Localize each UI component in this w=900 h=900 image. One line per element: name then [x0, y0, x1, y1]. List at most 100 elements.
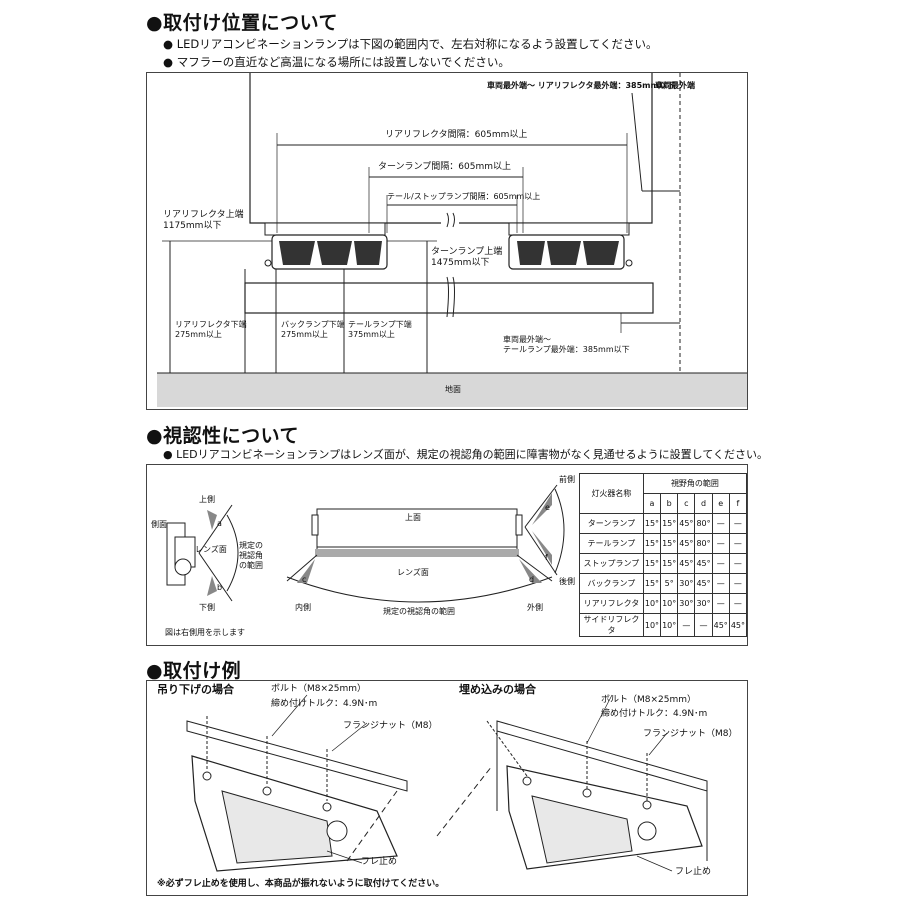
table-cell: — [711, 513, 730, 534]
left-lamp-unit [264, 234, 388, 270]
table-cell: 15° [642, 533, 662, 554]
table-cell: — [711, 553, 730, 574]
dim-tail-stop-spacing: テール/ストップランプ間隔：605mm以上 [387, 192, 541, 201]
table-cell: — [728, 533, 748, 554]
table-row: リアリフレクタ 10° 10° 30° 30° — — [579, 593, 748, 614]
table-cell: — [711, 573, 730, 594]
angle-b-label: b [217, 583, 223, 592]
table-cell: 80° [694, 533, 713, 554]
table-cell: テールランプ [579, 533, 644, 554]
table-cell: 45° [677, 553, 696, 574]
right-lamp-unit [508, 234, 633, 270]
angle-d-label: d [529, 575, 535, 584]
dim-vehicle-outer: 車両最外端 [655, 81, 695, 90]
section1-bullet-2: ● マフラーの直近など高温になる場所には設置しないでください。 [163, 55, 510, 69]
hanging-stopper-label: フレ止め [361, 857, 398, 867]
angle-f-label: f [545, 553, 548, 562]
side-face-label: 側面 [151, 520, 167, 529]
embedded-title: 埋め込みの場合 [459, 683, 536, 696]
table-cell: 45° [694, 553, 713, 574]
dim-tail-bottom: テールランプ下端 375mm以上 [348, 320, 412, 339]
outer-label: 外側 [527, 603, 543, 612]
angle-a-label: a [217, 519, 222, 528]
table-row: ストップランプ 15° 15° 45° 45° — — [579, 553, 748, 574]
table-cell: — [728, 513, 748, 534]
table-cell: 30° [677, 573, 696, 594]
table-row: テールランプ 15° 15° 45° 80° — — [579, 533, 748, 554]
table-cell: 10° [660, 613, 679, 637]
section2-title: ●視認性について [146, 425, 300, 447]
dim-turn-spacing: ターンランプ間隔：605mm以上 [378, 162, 511, 172]
table-cell: — [728, 553, 748, 574]
table-cell: 80° [694, 513, 713, 534]
dim-vehicle-outer-rr: 車両最外端～ リアリフレクタ最外端：385mm以下 [487, 81, 675, 90]
table-cell: 45° [694, 573, 713, 594]
table-cell: 45° [711, 613, 730, 637]
embedded-torque-label: 締め付けトルク：4.9N･m [601, 709, 708, 719]
table-cell: ストップランプ [579, 553, 644, 574]
table-cell: 45° [677, 513, 696, 534]
table-cell: 30° [677, 593, 696, 614]
table-row: ターンランプ 15° 15° 45° 80° — — [579, 513, 748, 534]
upper-side-label: 上側 [199, 495, 215, 504]
dim-rr-spacing: リアリフレクタ間隔：605mm以上 [385, 130, 528, 140]
visibility-drawing [166, 484, 565, 603]
table-cell: 10° [642, 613, 662, 637]
mounting-position-drawing [157, 73, 747, 407]
installation-example-figure: 吊り下げの場合 ボルト（M8×25mm） 締め付けトルク：4.9N･m フランジ… [146, 680, 748, 896]
dim-rr-bottom: リアリフレクタ下端 275mm以上 [175, 320, 247, 339]
table-cell: 45° [728, 613, 748, 637]
installation-note: ※必ずフレ止めを使用し、本商品が振れないように取付けてください。 [157, 879, 445, 889]
hanging-bolt-label: ボルト（M8×25mm） [271, 684, 367, 694]
table-cell: ターンランプ [579, 513, 644, 534]
table-cell: 15° [660, 513, 679, 534]
table-subheader: e [711, 493, 730, 514]
lens-face-label: レンズ面 [397, 568, 429, 577]
visibility-angle-table: 灯火器名称 視野角の範囲 a b c d e f ターンランプ 15° 15° … [579, 473, 748, 637]
table-header-angle: 視野角の範囲 [642, 473, 748, 494]
embedded-stopper-label: フレ止め [675, 867, 712, 877]
dim-turn-top: ターンランプ上端 1475mm以下 [431, 247, 503, 268]
installation-drawing [186, 694, 708, 872]
table-cell: 15° [660, 553, 679, 574]
ground-label: 地面 [445, 385, 461, 394]
mounting-position-figure: 車両最外端～ リアリフレクタ最外端：385mm以下 車両最外端 リアリフレクタ間… [146, 72, 748, 410]
hanging-torque-label: 締め付けトルク：4.9N･m [271, 699, 378, 709]
rear-label: 後側 [559, 577, 575, 586]
table-subheader: b [660, 493, 679, 514]
section1-title: ●取付け位置について [146, 12, 339, 34]
table-cell: 15° [642, 513, 662, 534]
visual-range-label-h: 規定の視認角の範囲 [383, 607, 455, 616]
table-cell: — [728, 573, 748, 594]
table-cell: — [711, 533, 730, 554]
front-label: 前側 [559, 475, 575, 484]
table-row: サイドリフレクタ 10° 10° — — 45° 45° [579, 613, 748, 637]
visual-range-label-v: 規定の 視認角 の範囲 [239, 541, 263, 570]
table-cell: 30° [694, 593, 713, 614]
visibility-figure: 上側 下側 側面 レンズ面 規定の 視認角 の範囲 a b 図は右側用を示します… [146, 464, 748, 646]
dim-rr-top: リアリフレクタ上端 1175mm以下 [163, 210, 244, 231]
table-cell: — [711, 593, 730, 614]
inner-label: 内側 [295, 603, 311, 612]
table-subheader: f [728, 493, 748, 514]
table-cell: 5° [660, 573, 679, 594]
lens-face-side-label: レンズ面 [195, 545, 227, 554]
lower-side-label: 下側 [199, 603, 215, 612]
angle-e-label: e [545, 503, 550, 512]
table-header-name: 灯火器名称 [579, 473, 644, 514]
table-cell: — [728, 593, 748, 614]
table-cell: — [694, 613, 713, 637]
table-cell: 10° [660, 593, 679, 614]
dim-vehicle-outer-tail: 車両最外端～ テールランプ最外端：385mm以下 [503, 335, 630, 354]
dim-back-bottom: バックランプ下端 275mm以上 [281, 320, 345, 339]
table-cell: — [677, 613, 696, 637]
embedded-bolt-label: ボルト（M8×25mm） [601, 695, 697, 705]
hanging-nut-label: フランジナット（M8） [343, 721, 438, 731]
table-cell: バックランプ [579, 573, 644, 594]
table-cell: リアリフレクタ [579, 593, 644, 614]
table-row: バックランプ 15° 5° 30° 45° — — [579, 573, 748, 594]
angle-c-label: c [302, 575, 307, 584]
table-subheader: a [642, 493, 662, 514]
embedded-nut-label: フランジナット（M8） [643, 729, 738, 739]
top-face-label: 上面 [405, 513, 421, 522]
